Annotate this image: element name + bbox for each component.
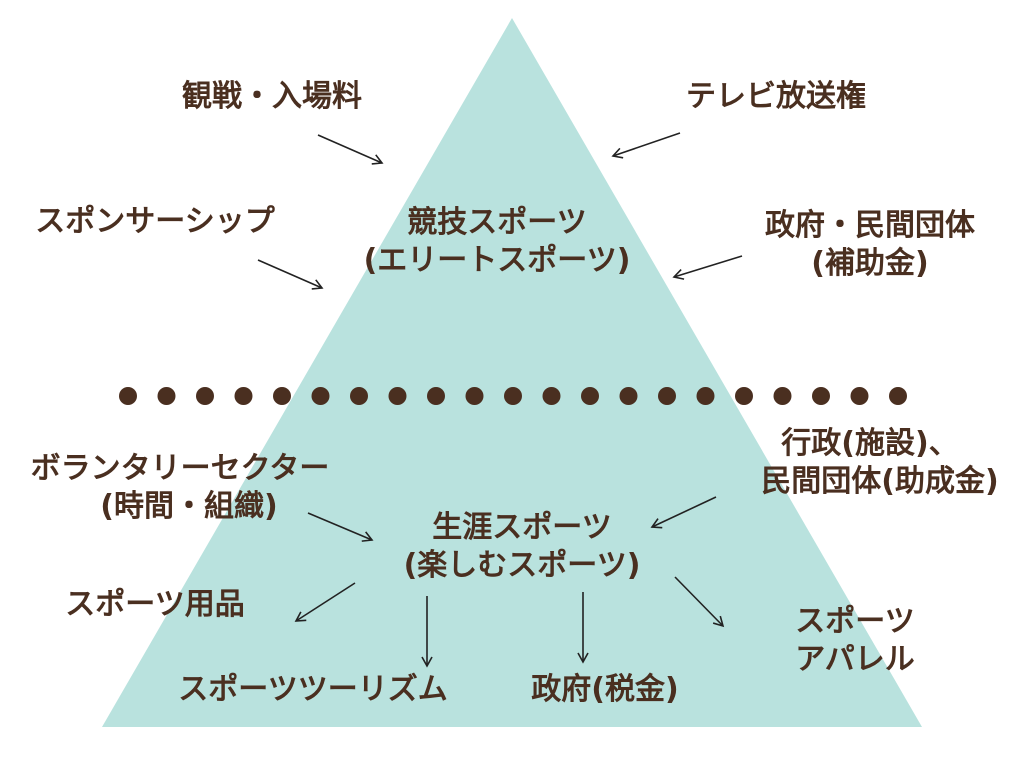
- arrow-administration: [650, 496, 717, 529]
- label-administration: 行政(施設)、 民間団体(助成金): [761, 425, 998, 501]
- label-sports-goods: スポーツ用品: [65, 587, 245, 622]
- arrow-apparel: [674, 576, 725, 628]
- label-lifelong-sports: 生涯スポーツ (楽しむスポーツ): [404, 509, 641, 585]
- label-voluntary-sector: ボランタリーセクター (時間・組織): [31, 450, 330, 526]
- divider-dot: [504, 387, 522, 405]
- divider-dot: [619, 387, 638, 405]
- apparel-line1: スポーツ: [795, 604, 915, 639]
- label-government-tax: 政府(税金): [531, 672, 679, 707]
- divider-dot: [773, 387, 792, 405]
- divider-dot: [234, 387, 253, 405]
- government-line2: (補助金): [811, 246, 929, 281]
- label-competitive-sports: 競技スポーツ (エリートスポーツ): [364, 204, 631, 280]
- label-tv-rights: テレビ放送権: [686, 79, 866, 114]
- divider-dot: [696, 387, 715, 405]
- administration-line2: 民間団体(助成金): [761, 464, 999, 499]
- label-sponsorship: スポンサーシップ: [35, 204, 275, 239]
- divider-dotted-line: [119, 387, 907, 405]
- competitive-sports-subtitle: (エリートスポーツ): [363, 243, 631, 278]
- divider-dot: [581, 387, 599, 405]
- administration-line1: 行政(施設)、: [781, 426, 959, 461]
- divider-dot: [427, 387, 445, 405]
- arrow-goods: [294, 582, 356, 622]
- divider-dot: [542, 387, 561, 405]
- divider-dot: [658, 387, 676, 405]
- competitive-sports-title: 競技スポーツ: [407, 205, 587, 240]
- arrow-tv: [611, 132, 681, 159]
- divider-dot: [812, 387, 830, 405]
- voluntary-line2: (時間・組織): [100, 489, 278, 524]
- label-sports-tourism: スポーツツーリズム: [178, 672, 448, 707]
- arrow-sponsorship: [257, 259, 324, 290]
- divider-dot: [850, 387, 869, 405]
- divider-dot: [311, 387, 330, 405]
- divider-dot: [157, 387, 176, 405]
- label-government-subsidy: 政府・民間団体 (補助金): [765, 207, 975, 283]
- arrow-government: [672, 255, 743, 280]
- apparel-line2: アパレル: [795, 642, 915, 677]
- divider-dot: [735, 387, 753, 405]
- divider-dot: [273, 387, 291, 405]
- government-line1: 政府・民間団体: [765, 208, 975, 243]
- divider-dot: [889, 387, 907, 405]
- lifelong-sports-title: 生涯スポーツ: [432, 510, 612, 545]
- divider-dot: [119, 387, 137, 405]
- label-sports-apparel: スポーツ アパレル: [795, 603, 914, 679]
- arrow-voluntary: [307, 512, 374, 542]
- divider-dot: [388, 387, 407, 405]
- lifelong-sports-subtitle: (楽しむスポーツ): [403, 548, 641, 583]
- divider-dot: [196, 387, 214, 405]
- label-spectator-fees: 観戦・入場料: [182, 79, 362, 114]
- divider-dot: [465, 387, 484, 405]
- pyramid: [102, 18, 922, 727]
- voluntary-line1: ボランタリーセクター: [30, 451, 330, 486]
- arrow-spectator: [317, 134, 384, 165]
- divider-dot: [350, 387, 368, 405]
